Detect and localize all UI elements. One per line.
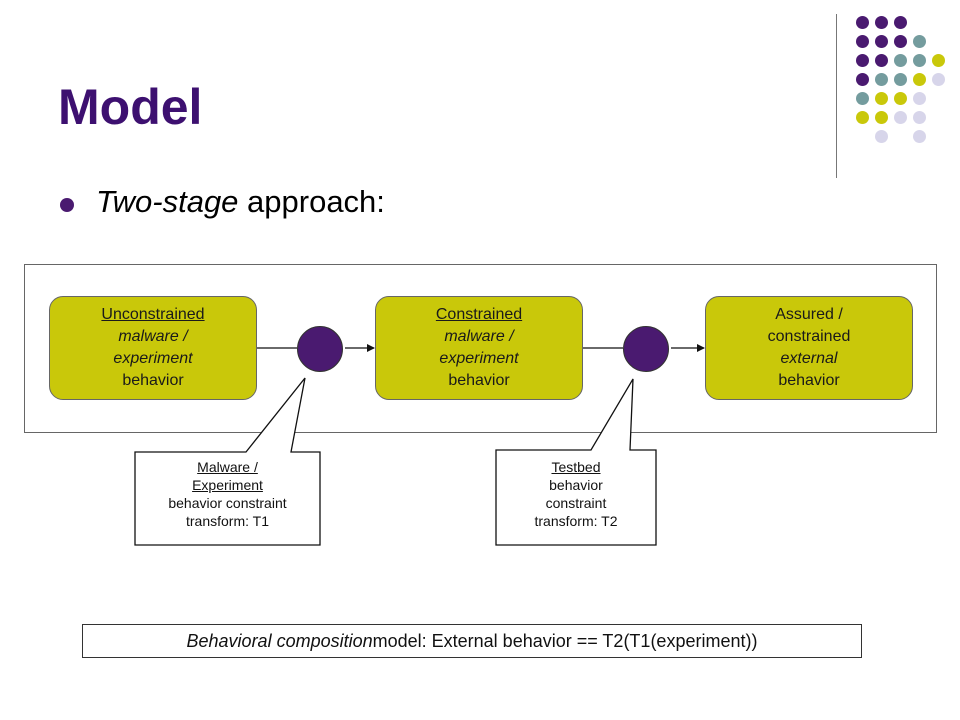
decor-dot <box>894 35 907 48</box>
decor-dot <box>875 130 888 143</box>
stage-2-line-2: malware / <box>444 328 514 345</box>
decor-dot <box>894 111 907 124</box>
callout-t1-line-3: behavior constraint <box>168 495 287 511</box>
callout-t2-line-3: constraint <box>545 495 607 511</box>
decor-dot <box>856 111 869 124</box>
decor-dot <box>913 130 926 143</box>
slide-title: Model <box>58 79 203 135</box>
composition-rest: model: External behavior == T2(T1(experi… <box>372 630 758 651</box>
decor-dot <box>932 73 945 86</box>
decor-dot <box>875 111 888 124</box>
decor-dot <box>913 73 926 86</box>
callout-t1-line-2: Experiment <box>192 477 263 493</box>
callout-t2-line-4: transform: T2 <box>534 513 618 529</box>
decor-dot <box>913 35 926 48</box>
callout-t1-line-4: transform: T1 <box>186 513 269 529</box>
stage-constrained: Constrained malware / experiment behavio… <box>375 296 583 400</box>
stage-1-line-3: experiment <box>113 350 193 367</box>
decor-dot <box>875 92 888 105</box>
diagram-frame <box>24 264 937 433</box>
stage-3-line-2: constrained <box>767 328 851 345</box>
bullet-icon <box>60 198 74 212</box>
callout-t1-outline <box>134 377 321 546</box>
stage-unconstrained: Unconstrained malware / experiment behav… <box>49 296 257 400</box>
decor-dot <box>875 16 888 29</box>
stage-3-line-4: behavior <box>778 372 840 389</box>
callout-t1-line-1: Malware / <box>197 459 258 475</box>
decor-dot <box>913 92 926 105</box>
stage-1-line-1: Unconstrained <box>101 306 205 323</box>
decor-dot <box>913 54 926 67</box>
stage-1-line-2: malware / <box>118 328 188 345</box>
decor-dot <box>913 111 926 124</box>
bullet-rest: approach: <box>238 184 385 219</box>
stage-2-line-1: Constrained <box>435 306 523 323</box>
stage-2-line-4: behavior <box>448 372 510 389</box>
decor-dot <box>875 54 888 67</box>
decor-dot <box>856 73 869 86</box>
stage-assured: Assured / constrained external behavior <box>705 296 913 400</box>
decor-dot <box>894 92 907 105</box>
stage-3-line-3: external <box>780 350 838 367</box>
decor-dot <box>894 73 907 86</box>
bullet-emphasis: Two-stage <box>96 184 239 219</box>
decor-dot <box>894 54 907 67</box>
composition-statement: Behavioral composition model: External b… <box>82 624 862 658</box>
composition-emphasis: Behavioral composition <box>186 630 373 651</box>
decor-dot <box>856 92 869 105</box>
stage-3-line-1: Assured / <box>775 306 843 323</box>
callout-t2-line-2: behavior <box>549 477 603 493</box>
bullet-text: Two-stage approach: <box>96 184 385 220</box>
stage-1-line-4: behavior <box>122 372 184 389</box>
decor-dot <box>875 73 888 86</box>
callout-t2-outline <box>495 378 657 546</box>
transform-t1-node <box>297 326 343 372</box>
decor-dot <box>856 54 869 67</box>
callout-t2-line-1: Testbed <box>551 459 601 475</box>
decor-dot <box>875 35 888 48</box>
decor-dot <box>856 35 869 48</box>
stage-2-line-3: experiment <box>439 350 519 367</box>
transform-t2-node <box>623 326 669 372</box>
callout-t2: Testbed behavior constraint transform: T… <box>498 458 654 530</box>
decor-dot <box>856 16 869 29</box>
decor-divider-line <box>836 14 837 178</box>
decor-dot <box>932 54 945 67</box>
callout-t1: Malware / Experiment behavior constraint… <box>137 458 318 530</box>
decor-dot <box>894 16 907 29</box>
